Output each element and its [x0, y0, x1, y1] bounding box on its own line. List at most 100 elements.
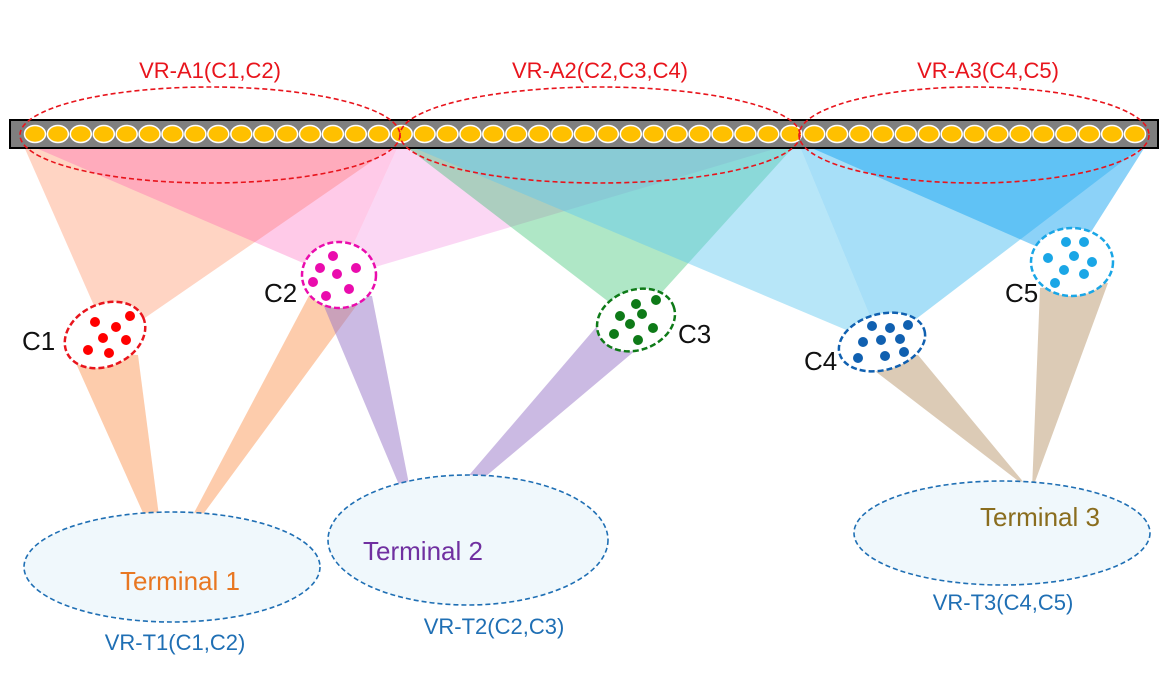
cluster-c4-dot [885, 323, 895, 333]
antenna-element [1077, 124, 1101, 144]
cluster-c3-dot [631, 299, 641, 309]
beam-c2-a2 [338, 142, 798, 278]
antenna-element [1100, 124, 1124, 144]
cluster-c5-dot [1043, 253, 1053, 263]
antenna-elements [23, 124, 1147, 144]
antenna-element [115, 124, 138, 144]
cluster-c1-dot [90, 317, 100, 327]
cluster-c5-dot [1087, 257, 1097, 267]
cluster-c2-dot [321, 291, 331, 301]
cluster-c2-dot [332, 269, 342, 279]
cluster-c4-dot [853, 353, 863, 363]
antenna-element [917, 124, 941, 144]
terminal-label-2: Terminal 2 [363, 536, 483, 566]
cluster-c3-dot [609, 329, 619, 339]
cluster-c5-dot [1050, 278, 1060, 288]
antenna-element [23, 124, 47, 144]
cluster-c1-dot [83, 345, 93, 355]
antenna-element [550, 124, 574, 144]
antenna-element [780, 124, 803, 144]
cluster-c3-dot [651, 295, 661, 305]
antenna-element [413, 124, 436, 144]
antenna-element [802, 124, 826, 144]
cluster-c3-dot [637, 309, 647, 319]
cluster-c1-dot [98, 333, 108, 343]
antenna-element [757, 124, 780, 144]
antenna-element [871, 124, 895, 144]
cluster-label-c2: C2 [264, 278, 297, 308]
cluster-c5-dot [1079, 269, 1089, 279]
cluster-c5-dot [1059, 265, 1069, 275]
cluster-c4-dot [876, 335, 886, 345]
antenna-element [1055, 124, 1078, 144]
cluster-c4-dot [895, 334, 905, 344]
cluster-c5-dot [1069, 251, 1079, 261]
cluster-c4-dot [858, 337, 868, 347]
antenna-element [527, 124, 551, 144]
region-label-vr-a3: VR-A3(C4,C5) [917, 58, 1059, 83]
beam-t3-c5 [1032, 283, 1108, 490]
terminal-region-label-2: VR-T2(C2,C3) [424, 614, 565, 639]
cluster-c2-dot [344, 284, 354, 294]
antenna-element [1123, 124, 1147, 144]
antenna-element [298, 124, 322, 144]
region-vr-a2-outline [399, 86, 801, 184]
antenna-element [619, 124, 643, 144]
cluster-c1-dot [111, 322, 121, 332]
terminal-label-1: Terminal 1 [120, 566, 240, 596]
antenna-element [1032, 124, 1055, 144]
terminal-2: Terminal 2 VR-T2(C2,C3) [327, 474, 609, 639]
antenna-element [825, 124, 849, 144]
terminal-1-outline [23, 511, 321, 623]
antenna-element [436, 124, 459, 144]
beam-c3 [400, 142, 798, 322]
beam-c1 [22, 142, 400, 342]
antenna-element [207, 124, 230, 144]
antenna-element [688, 124, 711, 144]
region-label-vr-a2: VR-A2(C2,C3,C4) [512, 58, 688, 83]
antenna-element [505, 124, 528, 144]
terminal-label-3: Terminal 3 [980, 502, 1100, 532]
beam-t1-c2 [168, 290, 362, 562]
cluster-c4-dot [899, 347, 909, 357]
cluster-c5-dot [1061, 237, 1071, 247]
cluster-c5-outline [1029, 226, 1115, 298]
antenna-element [596, 124, 620, 144]
cluster-c3-dot [625, 319, 635, 329]
antenna-element [459, 124, 482, 144]
cluster-c4-dot [867, 321, 877, 331]
antenna-element [275, 124, 299, 144]
region-label-vr-a1: VR-A1(C1,C2) [139, 58, 281, 83]
antenna-element [184, 124, 207, 144]
terminal-1: Terminal 1 VR-T1(C1,C2) [23, 511, 321, 655]
cluster-c2-dot [351, 263, 361, 273]
antenna-element [711, 124, 734, 144]
cluster-c1-dot [121, 335, 131, 345]
beam-t2-c2 [318, 292, 418, 530]
terminal-3-outline [853, 480, 1151, 586]
beam-t1-c1 [70, 350, 165, 562]
cluster-c2-dot [308, 277, 318, 287]
cluster-c4: C4 [804, 311, 927, 376]
cluster-c4-dot [880, 351, 890, 361]
cluster-c2-dot [328, 251, 338, 261]
terminal-region-label-3: VR-T3(C4,C5) [933, 590, 1074, 615]
antenna-element [252, 124, 276, 144]
antenna-element [940, 124, 963, 144]
cluster-label-c5: C5 [1005, 278, 1038, 308]
antenna-element [230, 124, 253, 144]
antenna-array [9, 119, 1159, 149]
cluster-label-c1: C1 [22, 326, 55, 356]
cluster-c2: C2 [264, 240, 378, 310]
antenna-element [46, 124, 70, 144]
antenna-element [482, 124, 505, 144]
cluster-c4-dot [903, 320, 913, 330]
antenna-element [665, 124, 688, 144]
antenna-element [321, 124, 345, 144]
terminal-3: Terminal 3 VR-T3(C4,C5) [853, 480, 1151, 615]
antenna-element [1009, 124, 1032, 144]
cluster-c3-dot [648, 323, 658, 333]
cluster-c2-dot [315, 263, 325, 273]
antenna-element [92, 124, 116, 144]
cluster-c5-dot [1079, 237, 1089, 247]
